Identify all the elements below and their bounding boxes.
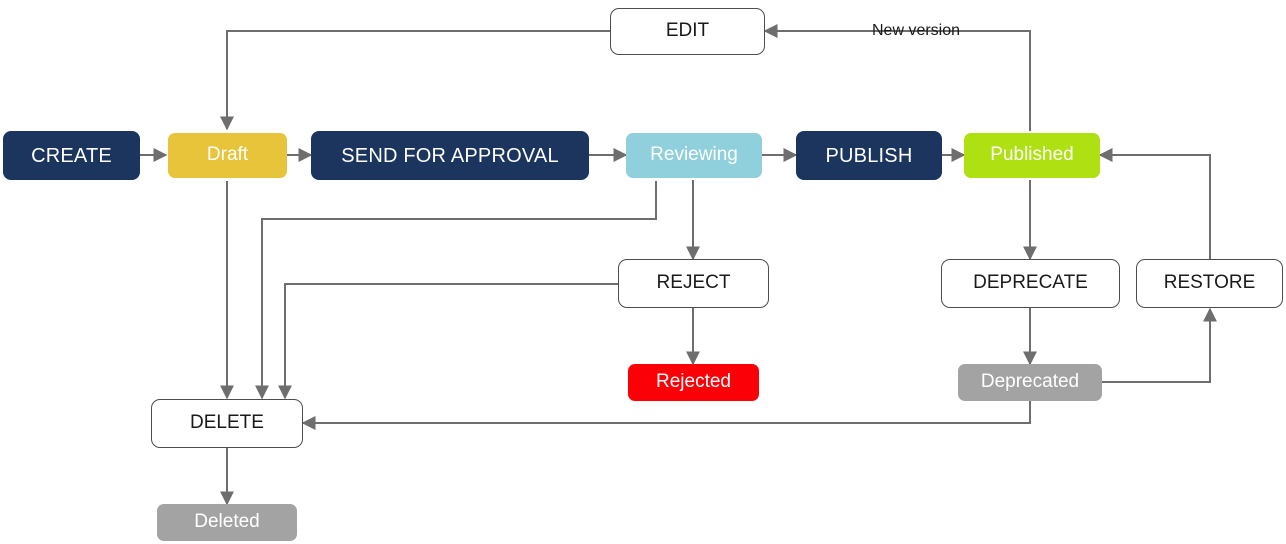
edge-edit-to-draft bbox=[220, 30, 610, 131]
node-send-for-approval-label: SEND FOR APPROVAL bbox=[341, 144, 559, 167]
node-publish[interactable]: PUBLISH bbox=[796, 131, 942, 180]
node-create[interactable]: CREATE bbox=[3, 131, 140, 180]
edge-label-new-version: New version bbox=[872, 22, 961, 39]
node-draft-label: Draft bbox=[206, 144, 249, 166]
edge-deprecated-to-delete bbox=[301, 401, 1031, 430]
node-restore-label: RESTORE bbox=[1163, 272, 1256, 294]
edge-published-to-edit bbox=[763, 24, 1031, 131]
node-deprecated-label: Deprecated bbox=[980, 371, 1080, 393]
node-rejected-label: Rejected bbox=[656, 371, 731, 393]
node-edit-label: EDIT bbox=[665, 20, 710, 42]
node-deleted-label: Deleted bbox=[194, 511, 260, 533]
node-deleted[interactable]: Deleted bbox=[157, 504, 297, 541]
edge-deprecated-to-restore bbox=[1102, 307, 1217, 383]
node-published[interactable]: Published bbox=[964, 133, 1100, 178]
node-reject-label: REJECT bbox=[656, 272, 731, 294]
edge-reject-to-delete bbox=[278, 283, 618, 400]
node-publish-label: PUBLISH bbox=[825, 144, 913, 167]
node-deprecated[interactable]: Deprecated bbox=[958, 364, 1102, 401]
edge-restore-to-published bbox=[1098, 148, 1211, 259]
node-reject[interactable]: REJECT bbox=[618, 259, 769, 308]
node-restore[interactable]: RESTORE bbox=[1136, 259, 1283, 308]
node-delete-label: DELETE bbox=[190, 412, 264, 434]
node-create-label: CREATE bbox=[31, 144, 112, 167]
node-deprecate[interactable]: DEPRECATE bbox=[941, 259, 1120, 308]
node-reviewing[interactable]: Reviewing bbox=[626, 133, 762, 178]
edge-reviewing-to-delete bbox=[255, 181, 657, 400]
node-deprecate-label: DEPRECATE bbox=[973, 272, 1088, 294]
node-send-for-approval[interactable]: SEND FOR APPROVAL bbox=[311, 131, 589, 180]
node-reviewing-label: Reviewing bbox=[650, 144, 738, 166]
node-draft[interactable]: Draft bbox=[168, 133, 287, 178]
node-rejected[interactable]: Rejected bbox=[628, 364, 759, 401]
node-edit[interactable]: EDIT bbox=[610, 8, 765, 55]
node-published-label: Published bbox=[990, 144, 1074, 166]
node-delete[interactable]: DELETE bbox=[151, 399, 303, 448]
